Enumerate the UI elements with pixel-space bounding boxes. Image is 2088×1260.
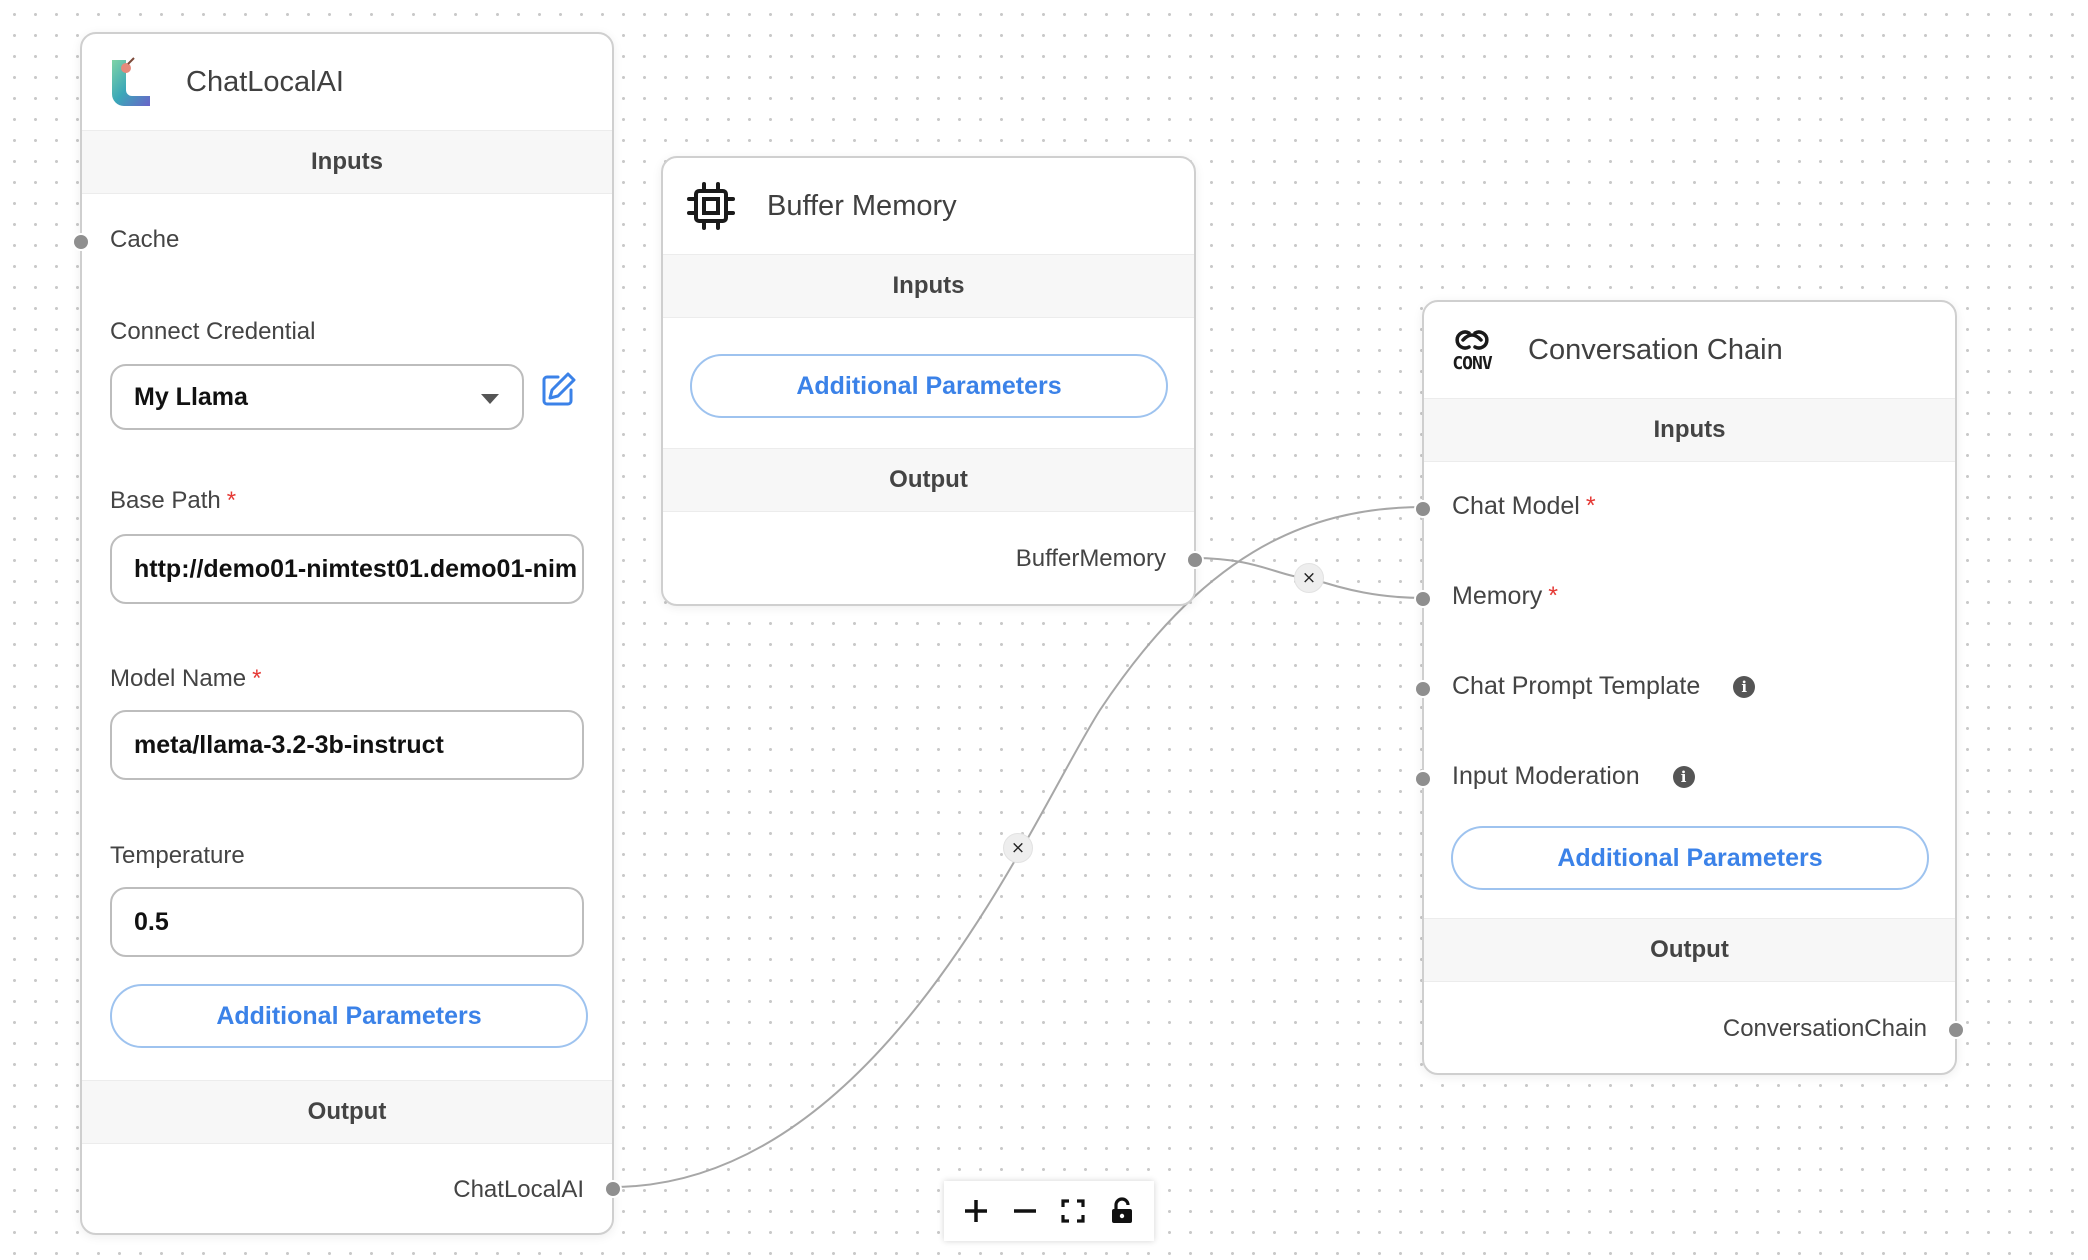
output-anchor-label: ConversationChain (1722, 1015, 1927, 1042)
output-anchor-label: ChatLocalAI (453, 1176, 584, 1203)
node-header: CONV Conversation Chain (1424, 302, 1955, 398)
chat-model-label: Chat Model* (1452, 492, 1596, 520)
chatlocalai-output-handle[interactable] (604, 1180, 622, 1198)
inputs-header: Inputs (82, 130, 612, 194)
temperature-label: Temperature (110, 842, 245, 869)
conv-chain-icon: CONV (1444, 322, 1500, 378)
output-anchor-label: BufferMemory (1015, 545, 1166, 572)
chat-model-input-handle[interactable] (1414, 500, 1432, 518)
chat-prompt-template-label: Chat Prompt Template i (1452, 672, 1756, 701)
canvas-controls (944, 1181, 1154, 1241)
temperature-input[interactable]: 0.5 (110, 887, 584, 957)
buffermemory-output-handle[interactable] (1186, 551, 1204, 569)
inputs-header: Inputs (663, 254, 1194, 318)
edge-remove-button[interactable]: × (1294, 563, 1324, 593)
conversation-chain-node[interactable]: CONV Conversation Chain Inputs Chat Mode… (1414, 300, 1965, 1075)
lock-icon[interactable] (1100, 1189, 1144, 1233)
base-path-input[interactable]: http://demo01-nimtest01.demo01-nim (110, 534, 584, 604)
node-title: Buffer Memory (767, 189, 957, 222)
edge-remove-button[interactable]: × (1003, 833, 1033, 863)
input-moderation-handle[interactable] (1414, 770, 1432, 788)
cpu-chip-icon (683, 178, 739, 234)
base-path-label: Base Path* (110, 487, 237, 514)
output-header: Output (1424, 918, 1955, 982)
info-icon[interactable]: i (1672, 766, 1695, 789)
node-header: ChatLocalAI (82, 34, 612, 130)
credential-value: My Llama (134, 382, 248, 411)
connect-credential-label: Connect Credential (110, 318, 316, 345)
chevron-down-icon (480, 383, 500, 412)
additional-parameters-button[interactable]: Additional Parameters (110, 984, 588, 1048)
conversationchain-output-handle[interactable] (1947, 1021, 1965, 1039)
output-header: Output (663, 448, 1194, 512)
credential-select[interactable]: My Llama (110, 364, 524, 430)
zoom-out-icon[interactable] (1003, 1189, 1047, 1233)
cache-label: Cache (110, 226, 180, 253)
buffer-memory-node[interactable]: Buffer Memory Inputs Additional Paramete… (661, 156, 1204, 606)
chatlocalai-node[interactable]: ChatLocalAI Inputs Cache Connect Credent… (72, 32, 622, 1235)
memory-input-handle[interactable] (1414, 590, 1432, 608)
zoom-in-icon[interactable] (954, 1189, 998, 1233)
memory-label: Memory* (1452, 582, 1559, 610)
node-title: Conversation Chain (1528, 333, 1783, 366)
chat-prompt-template-handle[interactable] (1414, 680, 1432, 698)
output-header: Output (82, 1080, 612, 1144)
chatlocalai-logo-icon (102, 54, 158, 110)
node-title: ChatLocalAI (186, 65, 344, 98)
model-name-label: Model Name* (110, 665, 262, 692)
additional-parameters-button[interactable]: Additional Parameters (690, 354, 1168, 418)
cache-input-handle[interactable] (72, 233, 90, 251)
input-moderation-label: Input Moderation i (1452, 762, 1695, 791)
fit-view-icon[interactable] (1051, 1189, 1095, 1233)
model-name-input[interactable]: meta/llama-3.2-3b-instruct (110, 710, 584, 780)
node-header: Buffer Memory (663, 158, 1194, 254)
inputs-header: Inputs (1424, 398, 1955, 462)
edit-icon[interactable] (538, 370, 578, 410)
additional-parameters-button[interactable]: Additional Parameters (1451, 826, 1929, 890)
info-icon[interactable]: i (1733, 676, 1756, 699)
